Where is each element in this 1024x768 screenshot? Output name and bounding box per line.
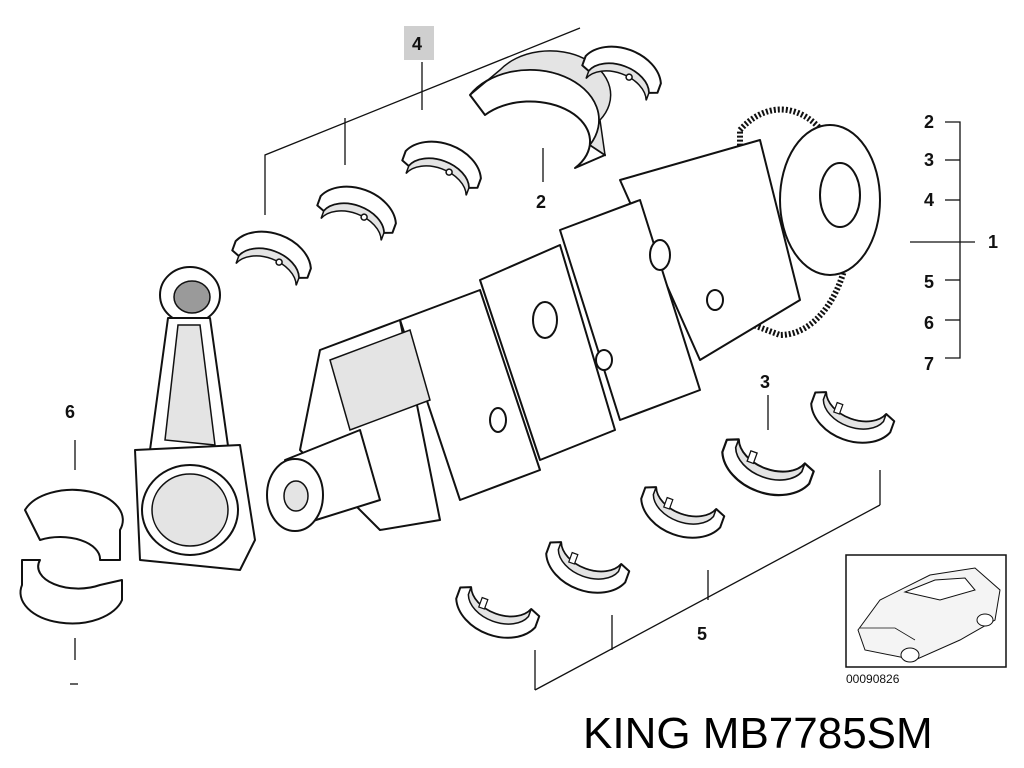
- legend-label: 2: [924, 112, 934, 132]
- legend-label: 5: [924, 272, 934, 292]
- callout-3: 3: [760, 372, 770, 392]
- legend-label: 3: [924, 150, 934, 170]
- legend-label: 6: [924, 313, 934, 333]
- upper-bearing-shells: [227, 35, 670, 290]
- upper-bearing-shell: [227, 220, 320, 290]
- thrust-bearing-shell: [469, 50, 612, 169]
- connecting-rod: [134, 266, 256, 571]
- legend-index: 2 3 4 1 5 6 7: [910, 112, 998, 374]
- legend-label: 7: [924, 354, 934, 374]
- callout-2: 2: [536, 192, 546, 212]
- thrust-lower-shell: [712, 434, 817, 509]
- upper-bearing-shell: [397, 130, 490, 200]
- legend-label: 4: [924, 190, 934, 210]
- crankshaft: [266, 106, 881, 532]
- vehicle-thumbnail: 00090826: [845, 554, 1007, 686]
- group-4-leader: [264, 27, 581, 215]
- callout-6: 6: [65, 402, 75, 422]
- flange-inner: [819, 162, 861, 228]
- lower-bearing-shell: [632, 482, 727, 550]
- caption: KING MB7785SM: [583, 709, 933, 758]
- rod-bearing-shells: [19, 488, 124, 625]
- lower-bearing-shell: [802, 387, 897, 455]
- thumbnail-part-number: 00090826: [846, 672, 900, 686]
- callout-4-highlight: [404, 26, 434, 60]
- lower-bearing-shell: [537, 537, 632, 605]
- legend-label: 1: [988, 232, 998, 252]
- callout-5: 5: [697, 624, 707, 644]
- lower-bearing-shell: [447, 582, 542, 650]
- upper-bearing-shell: [312, 175, 405, 245]
- callout-4: 4: [412, 34, 422, 54]
- group-5-leader: [534, 470, 881, 691]
